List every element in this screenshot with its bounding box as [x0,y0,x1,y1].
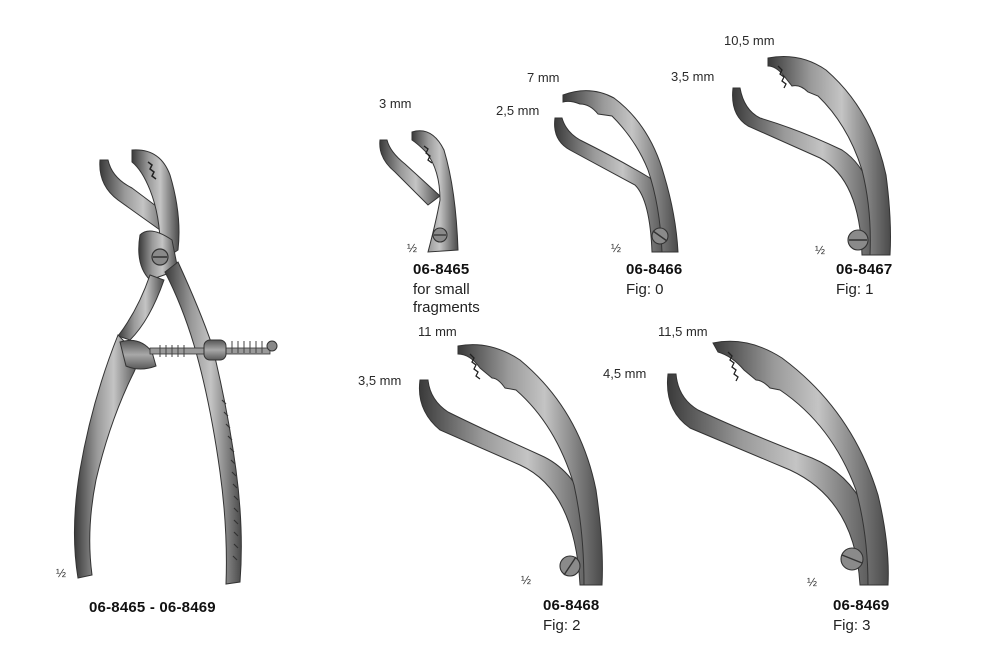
product-code: 06-8469 [833,597,890,614]
dim-top-label: 7 mm [527,70,560,85]
product-code: 06-8467 [836,261,893,278]
product-fig: Fig: 3 [833,617,871,634]
product-fig: Fig: 2 [543,617,581,634]
dim-top-label: 11 mm [418,324,457,339]
adjusting-nut-icon [203,339,227,361]
main-range-label: 06-8465 - 06-8469 [89,599,216,616]
product-note-line2: fragments [413,299,480,316]
scale-label: ½ [521,573,532,587]
scale-label: ½ [611,241,622,255]
dim-side-label: 3,5 mm [358,373,402,388]
product-note-line1: for small [413,281,470,298]
scale-label: ½ [815,243,826,257]
product-code: 06-8465 [413,261,470,278]
scale-label: ½ [807,575,818,589]
dim-top-label: 11,5 mm [658,324,708,339]
dim-side-label: 3,5 mm [671,69,715,84]
scale-label: ½ [407,241,418,255]
dim-side-label: 2,5 mm [496,103,540,118]
product-fig: Fig: 1 [836,281,874,298]
dim-top-label: 10,5 mm [724,33,775,48]
product-code: 06-8468 [543,597,600,614]
dim-side-label: 4,5 mm [603,366,647,381]
product-code: 06-8466 [626,261,683,278]
product-fig: Fig: 0 [626,281,664,298]
dim-top-label: 3 mm [379,96,412,111]
main-scale-label: ½ [56,566,67,580]
